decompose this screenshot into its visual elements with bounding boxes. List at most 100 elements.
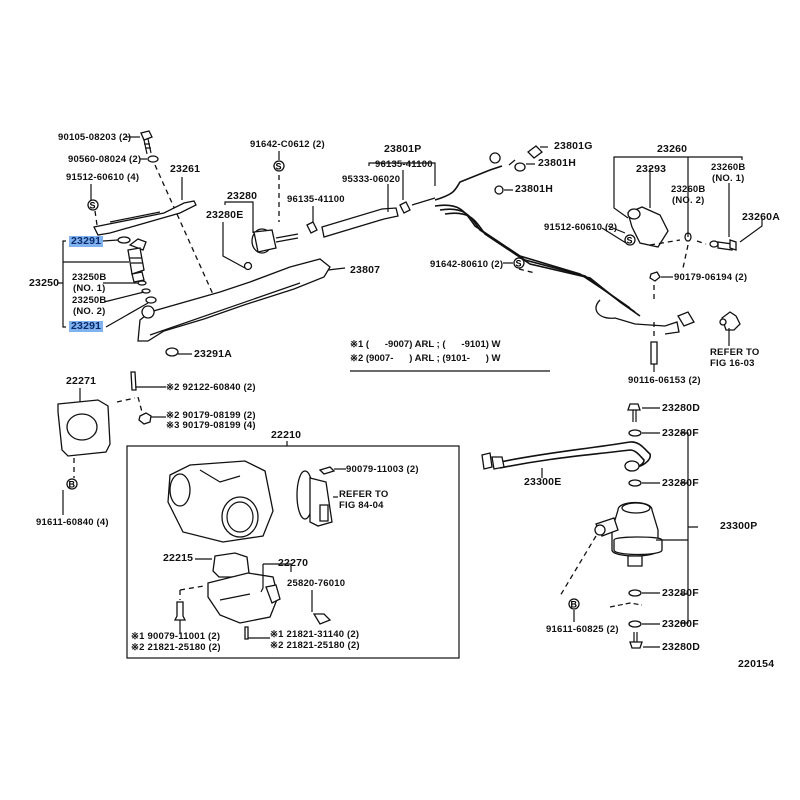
label-91611-60825[interactable]: 91611-60825 (2) xyxy=(546,624,619,635)
label-23807[interactable]: 23807 xyxy=(350,264,381,276)
label-washer-90560[interactable]: 90560-08024 (2) xyxy=(68,154,142,165)
label-23801p[interactable]: 23801P xyxy=(384,143,422,155)
bolt-23280d-top-drawing xyxy=(627,403,641,422)
nut-90179-08199-drawing xyxy=(138,412,152,425)
fuel-rail-drawing xyxy=(137,258,331,357)
throttle-sensor-drawing xyxy=(296,470,333,527)
label-23291-bottom[interactable]: 23291 xyxy=(69,320,104,332)
label-bolt-right-2[interactable]: ※2 21821-25180 (2) xyxy=(270,640,360,651)
label-23260b-no2[interactable]: 23260B (NO. 2) xyxy=(671,184,705,206)
b-symbol-91611-60825: B xyxy=(568,598,580,610)
refer-fig16-line1: REFER TO xyxy=(710,347,760,358)
label-23250[interactable]: 23250 xyxy=(29,277,60,289)
label-23280d-bottom[interactable]: 23280D xyxy=(662,641,700,653)
stud-92122-drawing xyxy=(130,371,137,391)
legend-row-2-mark: ※2 xyxy=(350,353,364,364)
s-symbol-91642-c0612: S xyxy=(273,160,285,172)
injector-drawing xyxy=(117,236,157,304)
clamp-right-drawing xyxy=(399,201,411,214)
label-90179-06194[interactable]: 90179-06194 (2) xyxy=(674,272,748,283)
label-bolt-left-1-text: 90079-11001 (2) xyxy=(147,631,221,642)
label-22270[interactable]: 22270 xyxy=(278,557,309,569)
label-23300p[interactable]: 23300P xyxy=(720,520,758,532)
label-23261[interactable]: 23261 xyxy=(170,163,201,175)
legend-row-1: ※1 ( -9007) ARL ; ( -9101) W xyxy=(350,339,501,351)
label-bolt-right-1[interactable]: ※1 21821-31140 (2) xyxy=(270,629,359,640)
svg-text:S: S xyxy=(90,201,96,211)
label-96135-right[interactable]: 96135-41100 xyxy=(375,159,433,170)
label-23280d-top[interactable]: 23280D xyxy=(662,402,700,414)
s-symbol-91642-80610: S xyxy=(513,257,525,269)
refer-fig84-line2: FIG 84-04 xyxy=(339,500,384,511)
label-23291-top[interactable]: 23291 xyxy=(69,235,104,247)
gasket-22215-drawing xyxy=(212,552,250,578)
note-mark-1: ※1 xyxy=(131,631,145,642)
pressure-regulator-drawing xyxy=(243,228,299,271)
label-95333[interactable]: 95333-06020 xyxy=(342,174,401,185)
label-23250b-no1-note: (NO. 1) xyxy=(72,283,106,294)
label-23293[interactable]: 23293 xyxy=(636,163,667,175)
label-96135-left[interactable]: 96135-41100 xyxy=(287,194,345,205)
delivery-pipe-23261-drawing xyxy=(93,200,197,236)
gasket-23280f-2-drawing xyxy=(628,479,642,487)
label-bolt-left-2[interactable]: ※2 21821-25180 (2) xyxy=(131,642,221,653)
legend-row-1-text: ( -9007) ARL ; ( -9101) W xyxy=(365,339,501,350)
label-bolt-left-1[interactable]: ※1 90079-11001 (2) xyxy=(131,631,220,642)
label-23801h-a[interactable]: 23801H xyxy=(538,157,576,169)
note-mark-2: ※2 xyxy=(166,382,180,393)
label-23250b-no1-code: 23250B xyxy=(72,272,107,283)
fuel-hose-drawing xyxy=(321,207,399,238)
bolt-right-drawing xyxy=(244,626,249,640)
label-23280f-1[interactable]: 23280F xyxy=(662,427,699,439)
label-90179-08199-a[interactable]: ※2 90179-08199 (2) xyxy=(166,410,256,421)
label-23280f-2[interactable]: 23280F xyxy=(662,477,699,489)
svg-text:S: S xyxy=(276,162,282,172)
label-23801h-b[interactable]: 23801H xyxy=(515,183,553,195)
label-22271[interactable]: 22271 xyxy=(66,375,97,387)
label-90179-08199-b[interactable]: ※3 90179-08199 (4) xyxy=(166,420,256,431)
label-23300e[interactable]: 23300E xyxy=(524,476,562,488)
label-23260a[interactable]: 23260A xyxy=(742,211,780,223)
label-23250b-no2[interactable]: 23250B (NO. 2) xyxy=(72,295,106,317)
svg-text:S: S xyxy=(627,236,633,246)
svg-text:B: B xyxy=(571,600,578,610)
label-22210[interactable]: 22210 xyxy=(271,429,302,441)
label-s-91512-4[interactable]: 91512-60610 (4) xyxy=(66,172,140,183)
label-23260b-no2-code: 23260B xyxy=(671,184,706,195)
label-23280e[interactable]: 23280E xyxy=(206,209,244,221)
note-mark-1: ※1 xyxy=(270,629,284,640)
figure-number: 220154 xyxy=(738,658,775,670)
label-92122-60840[interactable]: ※2 92122-60840 (2) xyxy=(166,382,256,393)
washer-90560-drawing xyxy=(147,155,159,163)
label-23291a[interactable]: 23291A xyxy=(194,348,232,360)
label-s-91512-2[interactable]: 91512-60610 (2) xyxy=(544,222,618,233)
label-23801g[interactable]: 23801G xyxy=(554,140,593,152)
label-91611-60840[interactable]: 91611-60840 (4) xyxy=(36,517,109,528)
note-mark-2: ※2 xyxy=(131,642,145,653)
label-23280f-3[interactable]: 23280F xyxy=(662,587,699,599)
refer-fig84-line1: REFER TO xyxy=(339,489,389,500)
label-s-91642-80610[interactable]: 91642-80610 (2) xyxy=(430,259,504,270)
s-symbol-91512-4: S xyxy=(87,199,99,211)
svg-text:S: S xyxy=(516,259,522,269)
label-22215[interactable]: 22215 xyxy=(163,552,194,564)
label-90079-11003[interactable]: 90079-11003 (2) xyxy=(346,464,419,475)
label-25820-76010[interactable]: 25820-76010 xyxy=(287,578,346,589)
label-refer-fig-84-04[interactable]: REFER TO FIG 84-04 xyxy=(339,489,388,511)
label-23260[interactable]: 23260 xyxy=(657,143,688,155)
stud-90116-drawing xyxy=(650,341,658,365)
gasket-23280f-4-drawing xyxy=(628,620,642,628)
label-bolt-90105[interactable]: 90105-08203 (2) xyxy=(58,132,132,143)
label-90116-06153[interactable]: 90116-06153 (2) xyxy=(628,375,701,386)
fig16-part-drawing xyxy=(719,311,741,331)
sensor-25820-drawing xyxy=(312,613,332,625)
pulsation-damper-drawing xyxy=(627,206,737,251)
label-23260b-no1[interactable]: 23260B (NO. 1) xyxy=(711,162,745,184)
label-23280f-4[interactable]: 23280F xyxy=(662,618,699,630)
label-23280[interactable]: 23280 xyxy=(227,190,258,202)
gasket-23280f-1-drawing xyxy=(628,429,642,437)
label-refer-fig-16-03[interactable]: REFER TO FIG 16-03 xyxy=(710,347,759,369)
label-91642-c0612[interactable]: 91642-C0612 (2) xyxy=(250,139,325,150)
label-23250b-no1[interactable]: 23250B (NO. 1) xyxy=(72,272,106,294)
